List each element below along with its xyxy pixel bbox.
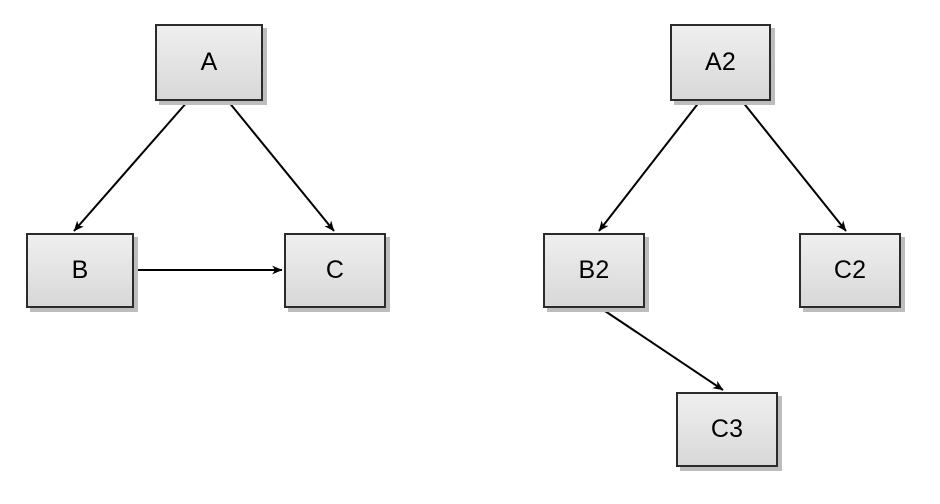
edge-a-b[interactable] [73, 100, 189, 232]
edge-group [73, 100, 847, 391]
node-label-b2: B2 [578, 256, 610, 284]
node-a[interactable]: A [155, 24, 263, 101]
node-label-c3: C3 [710, 415, 744, 443]
node-label-b: B [71, 256, 89, 284]
node-b2[interactable]: B2 [543, 233, 645, 308]
edge-a-c[interactable] [227, 100, 335, 232]
node-label-a: A [200, 48, 218, 76]
node-c2[interactable]: C2 [799, 233, 901, 308]
node-label-c: C [325, 256, 345, 284]
edge-a2-b2[interactable] [598, 100, 701, 232]
node-c3[interactable]: C3 [676, 392, 778, 467]
node-a2[interactable]: A2 [670, 24, 771, 101]
node-b[interactable]: B [26, 233, 134, 308]
edge-b2-c3[interactable] [601, 308, 724, 391]
edge-a2-c2[interactable] [741, 100, 847, 232]
node-label-c2: C2 [833, 256, 867, 284]
node-c[interactable]: C [284, 233, 386, 308]
node-label-a2: A2 [705, 48, 736, 76]
